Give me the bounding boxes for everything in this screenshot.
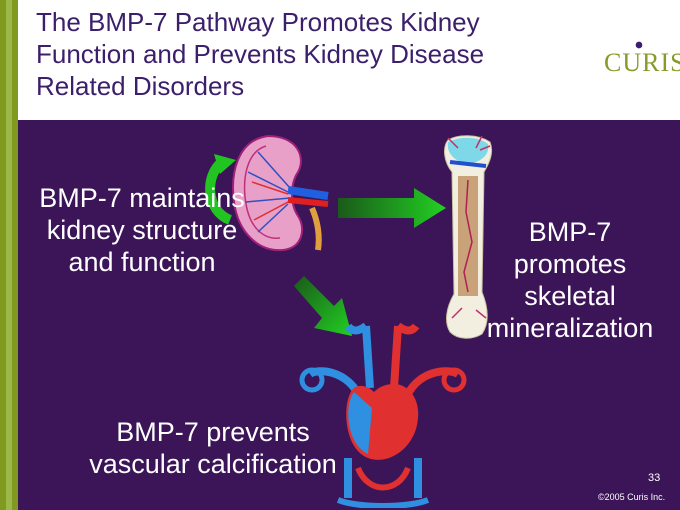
bone-illustration <box>444 135 493 339</box>
vascular-label: BMP-7 prevents vascular calcification <box>89 417 337 479</box>
accent-bar-inner <box>6 0 12 510</box>
curis-logo: CURIS <box>604 41 680 88</box>
kidney-illustration <box>232 134 329 252</box>
page-number: 33 <box>648 472 661 484</box>
logo-mark-icon <box>635 41 643 49</box>
content-panel <box>18 120 680 510</box>
bone-label: BMP-7 promotes skeletal mineralization <box>486 217 654 343</box>
accent-bar <box>0 0 18 510</box>
arrow-down-icon <box>294 276 352 336</box>
circulatory-heart-illustration <box>299 322 467 508</box>
slide-title: The BMP-7 Pathway Promotes Kidney Functi… <box>36 7 485 101</box>
copyright: ©2005 Curis Inc. <box>598 492 666 502</box>
curved-arrow-icon <box>205 154 236 225</box>
kidney-label: BMP-7 maintains kidney structure and fun… <box>39 183 245 277</box>
arrow-right-icon <box>338 188 446 228</box>
logo-text: CURIS <box>604 48 680 77</box>
